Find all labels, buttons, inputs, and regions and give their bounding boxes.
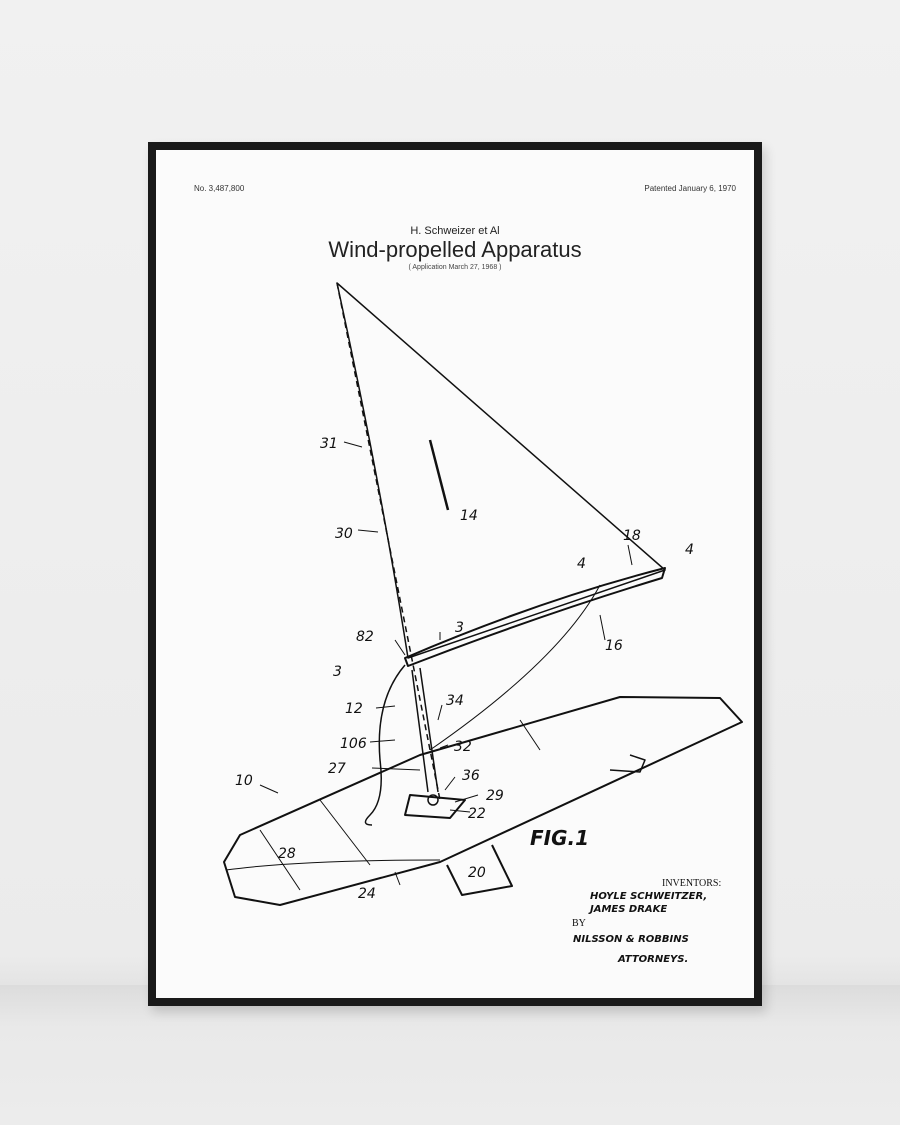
windsurfer-drawing: 31 30 14 18 4 4 3 3 82 16 12 34 106 32 1… [223, 282, 743, 965]
poster-frame: No. 3,487,800 Patented January 6, 1970 H… [148, 142, 762, 1006]
ref-12: 12 [345, 701, 363, 717]
ref-10: 10 [235, 773, 253, 789]
ref-22: 22 [468, 806, 486, 822]
ref-20: 20 [468, 865, 486, 881]
attorneys-label: ATTORNEYS. [617, 954, 688, 965]
patent-date: Patented January 6, 1970 [644, 184, 736, 193]
ref-4a: 4 [685, 542, 694, 558]
ref-4b: 4 [577, 556, 586, 572]
ref-36: 36 [462, 768, 480, 784]
ref-24: 24 [358, 886, 376, 902]
ref-82: 82 [356, 629, 374, 645]
application-date: ( Application March 27, 1968 ) [408, 264, 502, 271]
board [223, 696, 743, 906]
mast [336, 282, 441, 801]
ref-28: 28 [278, 846, 296, 862]
sail [336, 282, 666, 659]
inventors-heading: INVENTORS: [662, 878, 721, 889]
ref-16: 16 [605, 638, 623, 654]
daggerboard [446, 844, 513, 896]
ref-27: 27 [328, 761, 346, 777]
skeg [609, 754, 646, 773]
patent-poster: No. 3,487,800 Patented January 6, 1970 H… [156, 150, 754, 998]
ref-3a: 3 [455, 620, 464, 636]
ref-30: 30 [335, 526, 353, 542]
ref-29: 29 [486, 788, 504, 804]
ref-31: 31 [320, 436, 338, 452]
figure-label: FIG.1 [530, 826, 589, 850]
attorneys-name: NILSSON & ROBBINS [573, 934, 689, 945]
inventor-line: H. Schweizer et Al [410, 225, 500, 237]
reference-numerals: 31 30 14 18 4 4 3 3 82 16 12 34 106 32 1… [235, 436, 694, 902]
inventor-1: HOYLE SCHWEITZER, [590, 891, 707, 902]
inventor-2: JAMES DRAKE [588, 904, 667, 915]
ref-18: 18 [623, 528, 641, 544]
poster-title: Wind-propelled Apparatus [328, 237, 582, 262]
uphaul [364, 664, 406, 826]
by-label: BY [572, 918, 586, 929]
ref-106: 106 [340, 736, 367, 752]
ref-34: 34 [446, 693, 464, 709]
ref-32: 32 [454, 739, 472, 755]
patent-number: No. 3,487,800 [194, 184, 245, 193]
boom [404, 567, 666, 667]
ref-14: 14 [460, 508, 478, 524]
ref-3b: 3 [333, 664, 342, 680]
floor [0, 985, 900, 1125]
